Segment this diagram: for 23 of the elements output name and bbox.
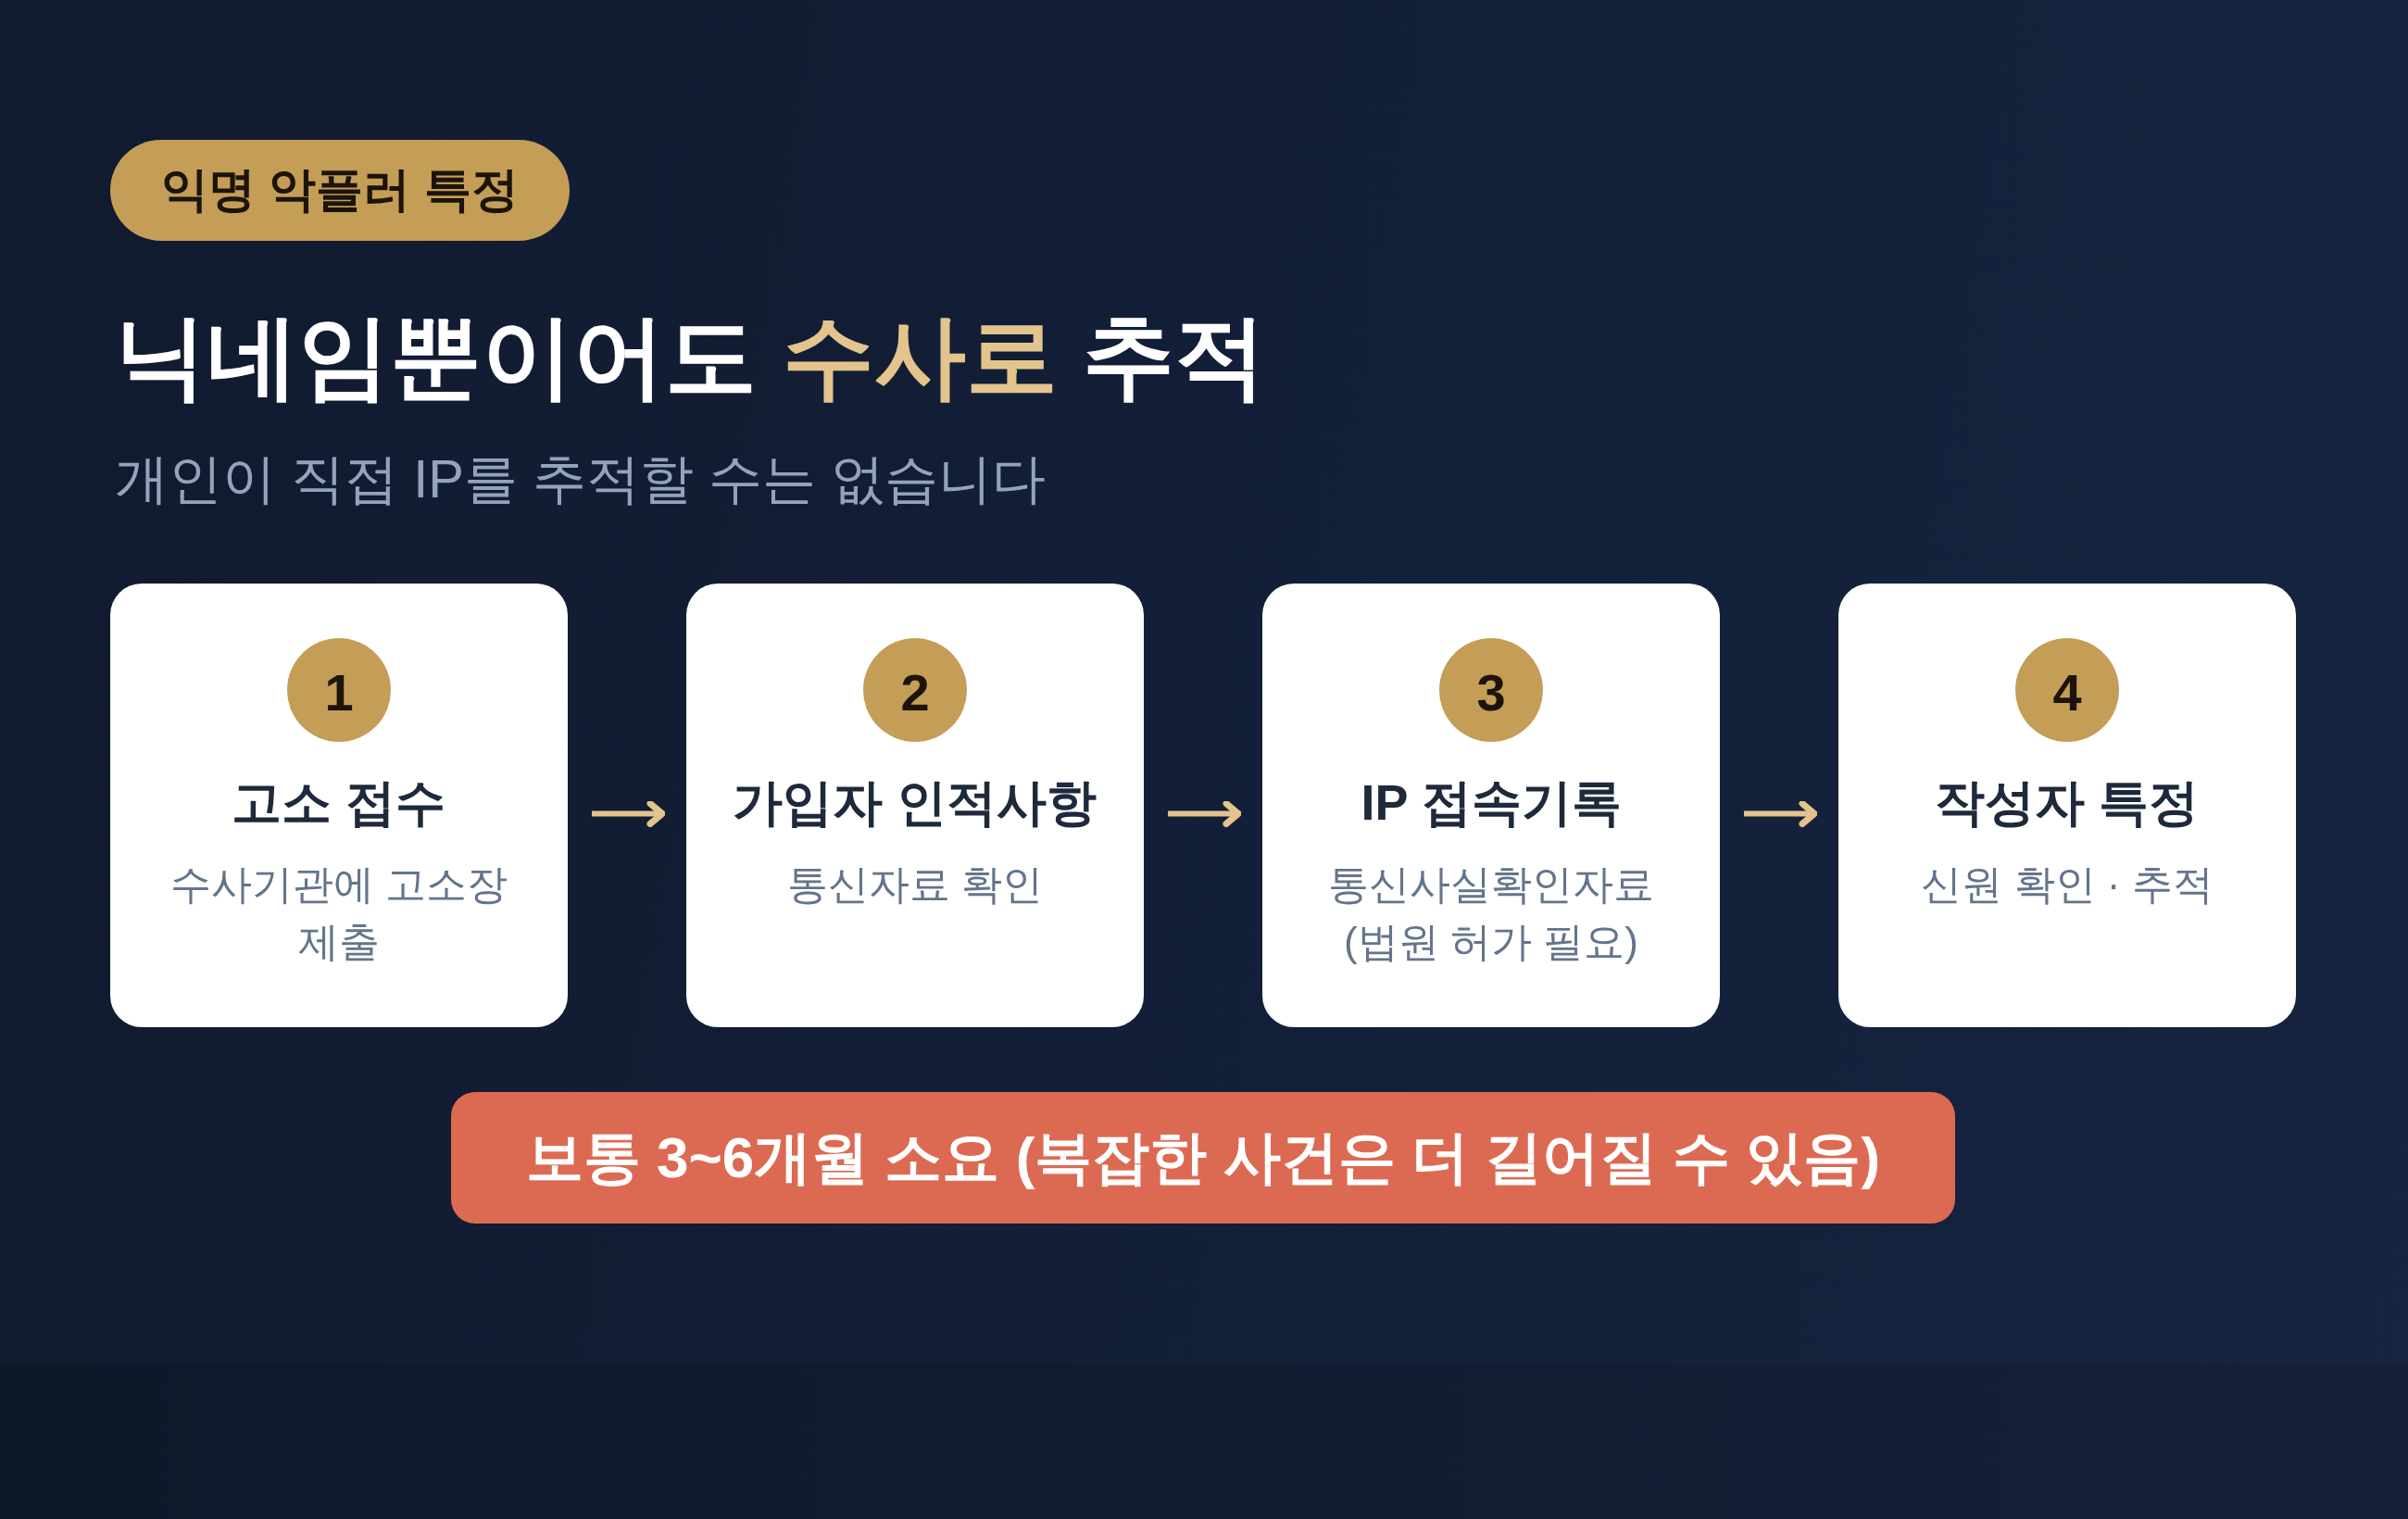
step-card <box>1838 584 2296 1027</box>
step-number: 3 <box>1439 638 1543 742</box>
category-tag: 익명 악플러 특정 <box>110 140 570 241</box>
subtitle: 개인이 직접 IP를 추적할 수는 없습니다 <box>115 447 1047 510</box>
step-card <box>1262 584 1720 1027</box>
arrow <box>1168 800 1242 827</box>
arrow <box>592 800 666 827</box>
step-description: 신원 확인 · 추적 <box>1921 861 2214 907</box>
title: 닉네임뿐이어도 수사로 추적 <box>115 304 1267 409</box>
step-card <box>110 584 568 1027</box>
step-title: IP 접속기록 <box>1361 774 1622 830</box>
step-description: 수사기관에 고소장 제출 <box>169 861 508 964</box>
step-description: 통신사실확인자료 (법원 허가 필요) <box>1328 861 1654 964</box>
step-card <box>686 584 1144 1027</box>
step-number: 4 <box>2015 638 2119 742</box>
step-title: 고소 접수 <box>232 774 446 830</box>
duration-banner: 보통 3~6개월 소요 (복잡한 사건은 더 길어질 수 있음) <box>451 1092 1955 1224</box>
step-description: 통신자료 확인 <box>786 861 1044 907</box>
step-title: 가입자 인적사항 <box>733 774 1097 830</box>
step-number: 2 <box>863 638 967 742</box>
step-title: 작성자 특정 <box>1935 774 2200 830</box>
arrow <box>1744 800 1818 827</box>
step-number: 1 <box>287 638 391 742</box>
